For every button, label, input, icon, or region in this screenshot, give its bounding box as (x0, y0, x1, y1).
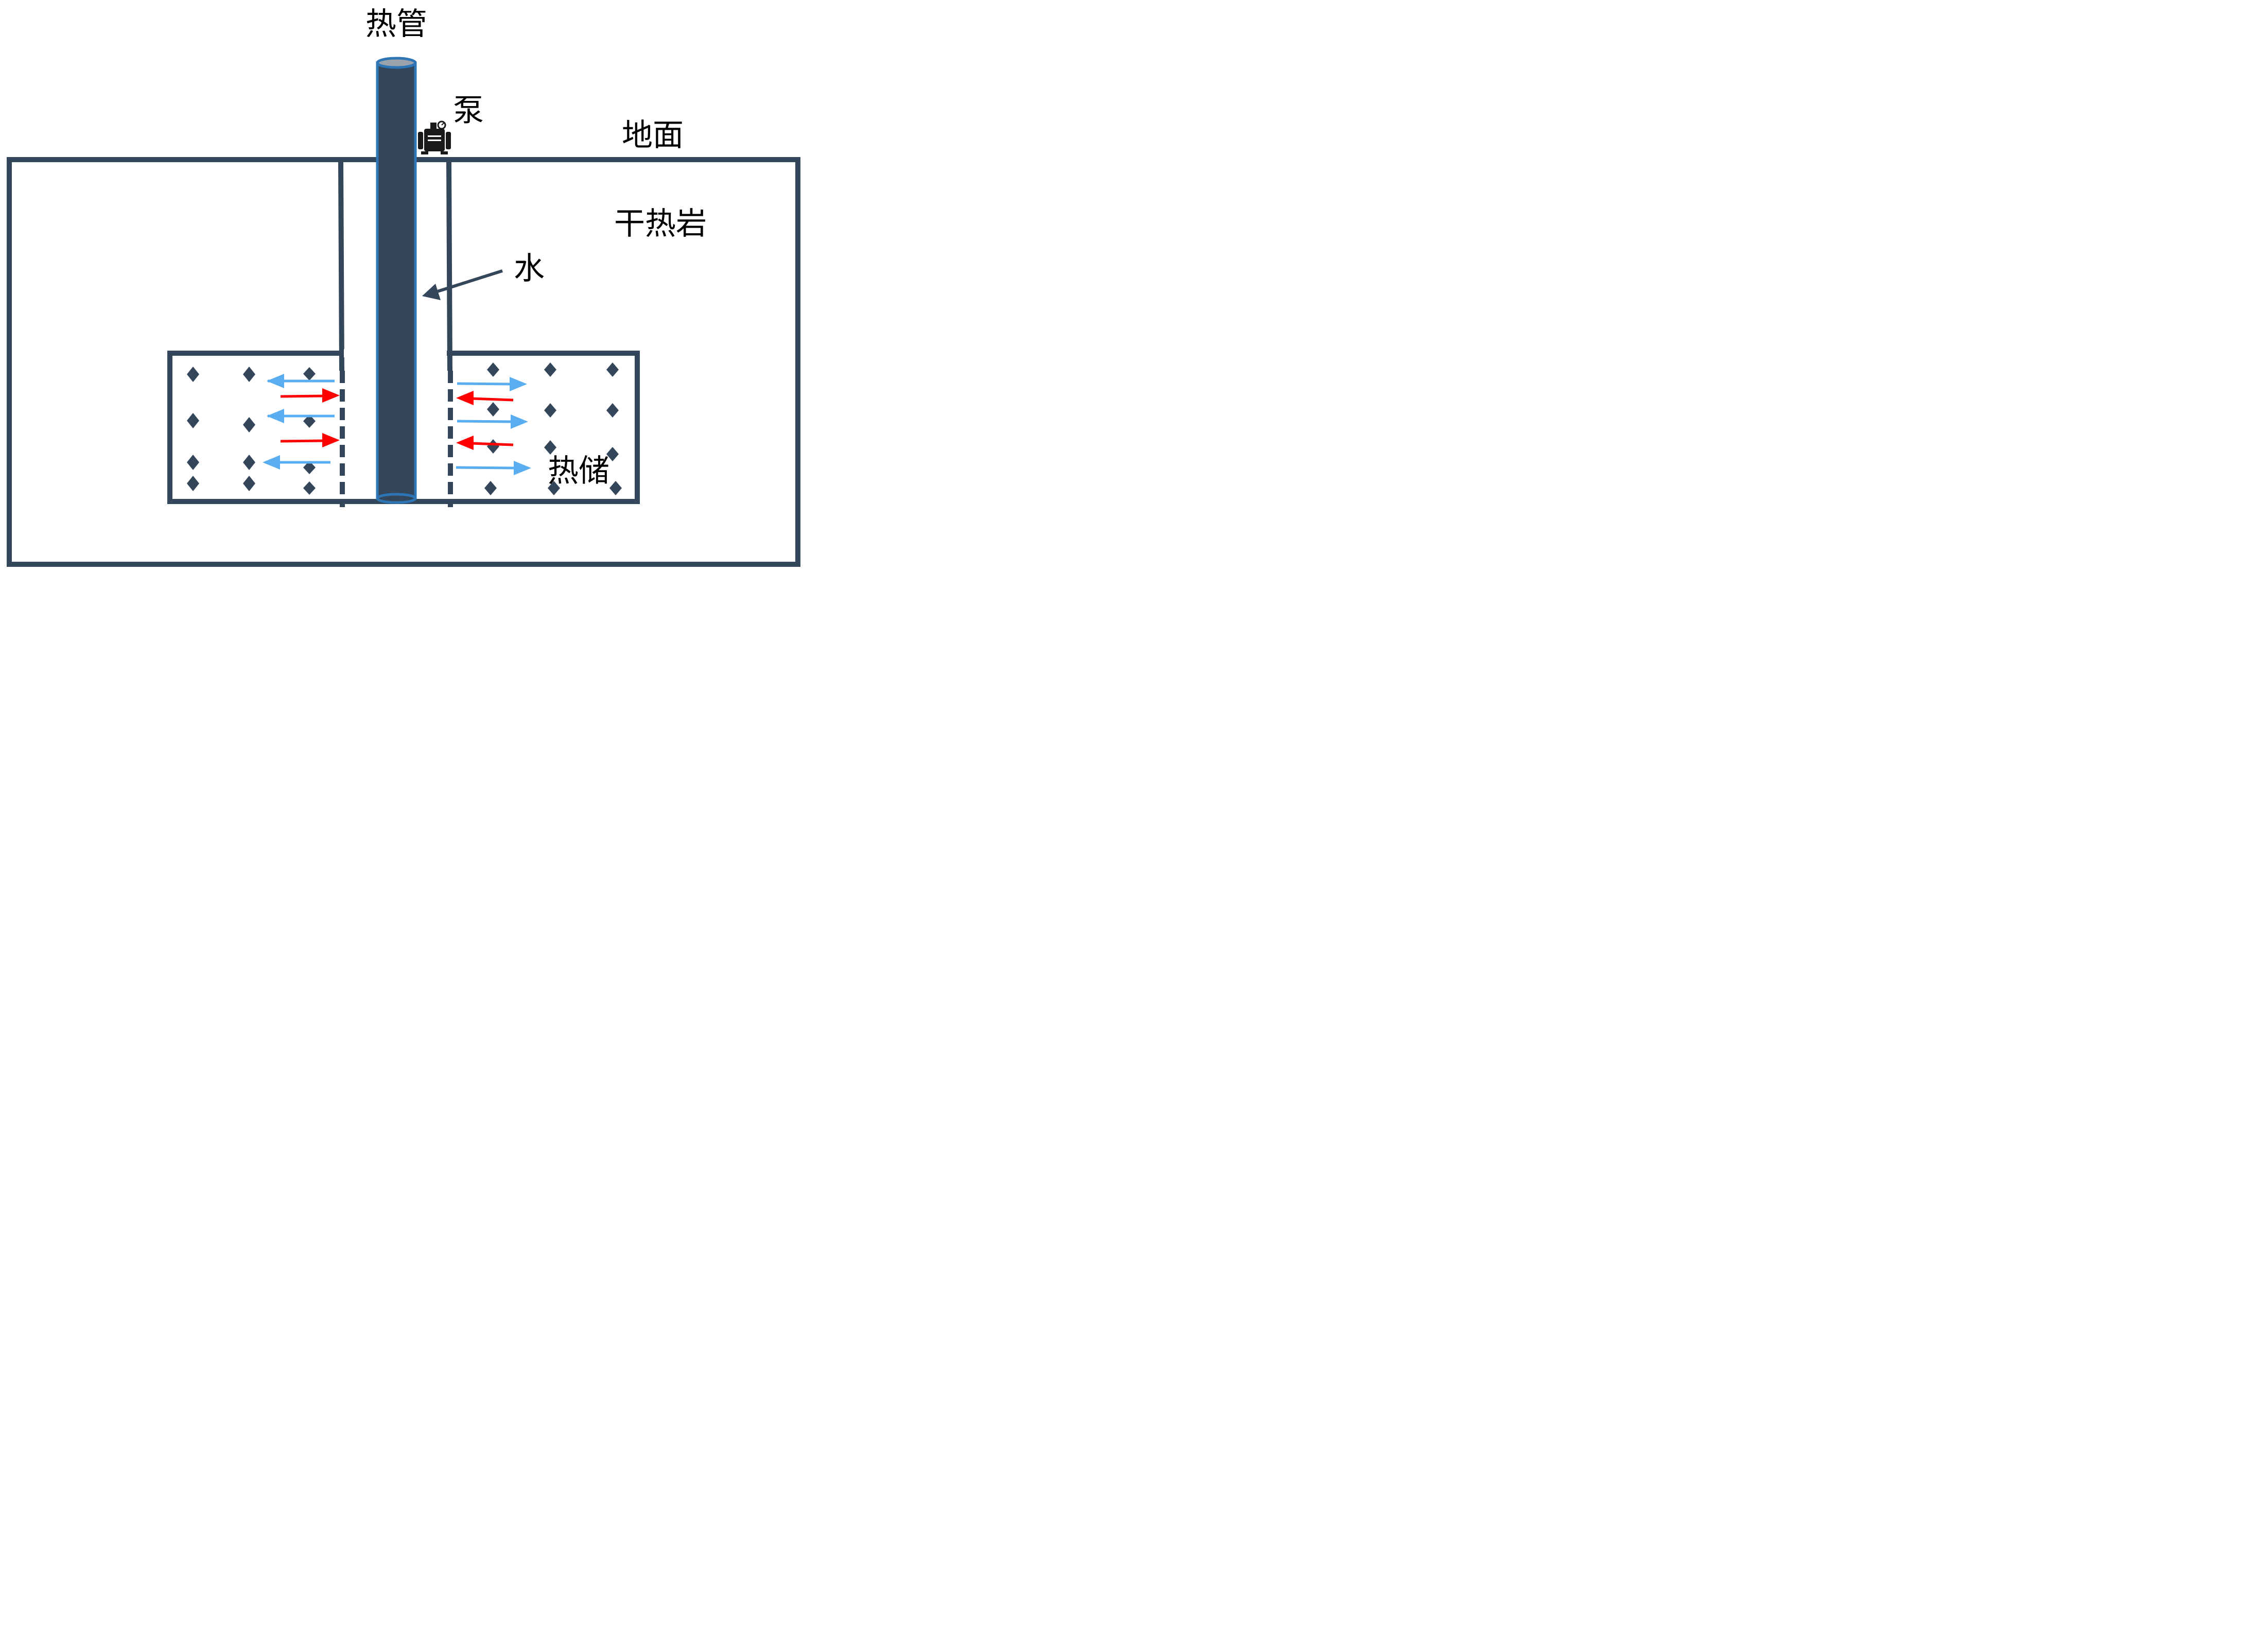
diamond-icon (544, 440, 556, 455)
diamond-icon (487, 362, 499, 377)
flow-arrows-right (456, 377, 531, 475)
hot-flow-arrow (470, 397, 514, 402)
diamond-icon (303, 414, 316, 428)
heat-pipe-top (376, 57, 417, 69)
diamond-icon (187, 476, 199, 491)
hot-flow-arrow (470, 442, 514, 446)
pump-label: 泵 (453, 93, 484, 129)
hot-flow-arrowhead (456, 436, 474, 450)
hot-dry-rock-label: 干热岩 (614, 206, 707, 242)
cold-flow-arrow (457, 420, 511, 423)
rock-particles-left (187, 367, 316, 495)
diamond-icon (303, 481, 316, 495)
cold-flow-arrowhead (267, 409, 284, 423)
reservoir-label: 热储 (548, 453, 609, 489)
diamond-icon (487, 402, 499, 417)
cold-flow-arrowhead (263, 455, 280, 470)
cold-flow-arrowhead (514, 461, 531, 475)
cold-flow-arrow (456, 466, 514, 470)
diamond-icon (303, 461, 316, 474)
water-pointer-arrow (422, 269, 503, 300)
cold-flow-arrowhead (511, 414, 528, 429)
diamond-icon (187, 367, 199, 382)
diamond-icon (243, 417, 255, 432)
diamond-icon (243, 455, 255, 470)
hot-flow-arrowhead (322, 433, 340, 447)
diamond-icon (243, 476, 255, 491)
heat-pipe (376, 57, 417, 504)
heat-pipe-label: 热管 (365, 6, 427, 42)
ground-label: 地面 (622, 117, 684, 153)
diamond-icon (548, 481, 560, 495)
diamond-icon (544, 403, 556, 418)
well-wall-right (446, 162, 452, 371)
diamond-icon (609, 481, 622, 495)
diamond-icon (606, 447, 619, 461)
diamond-icon (243, 367, 255, 382)
cold-flow-arrowhead (267, 374, 284, 388)
water-label: 水 (514, 251, 545, 287)
diamond-icon (187, 413, 199, 428)
pump-icon (418, 120, 451, 154)
diamond-icon (606, 362, 619, 377)
hot-flow-arrowhead (456, 391, 474, 405)
rock-particles-right (484, 362, 622, 495)
geothermal-heat-pipe-diagram: 热管 泵 地面 干热岩 水 热储 (7, 6, 800, 567)
cold-flow-arrowhead (510, 377, 527, 391)
heat-pipe-bottom (376, 493, 417, 504)
diamond-icon (303, 367, 316, 380)
diamond-icon (606, 403, 619, 418)
well-wall-left (338, 162, 344, 371)
flow-arrows-left (263, 374, 340, 470)
diamond-icon (484, 481, 497, 495)
diamond-icon (187, 455, 199, 470)
hot-flow-arrowhead (322, 388, 340, 403)
diamond-icon (544, 362, 556, 377)
